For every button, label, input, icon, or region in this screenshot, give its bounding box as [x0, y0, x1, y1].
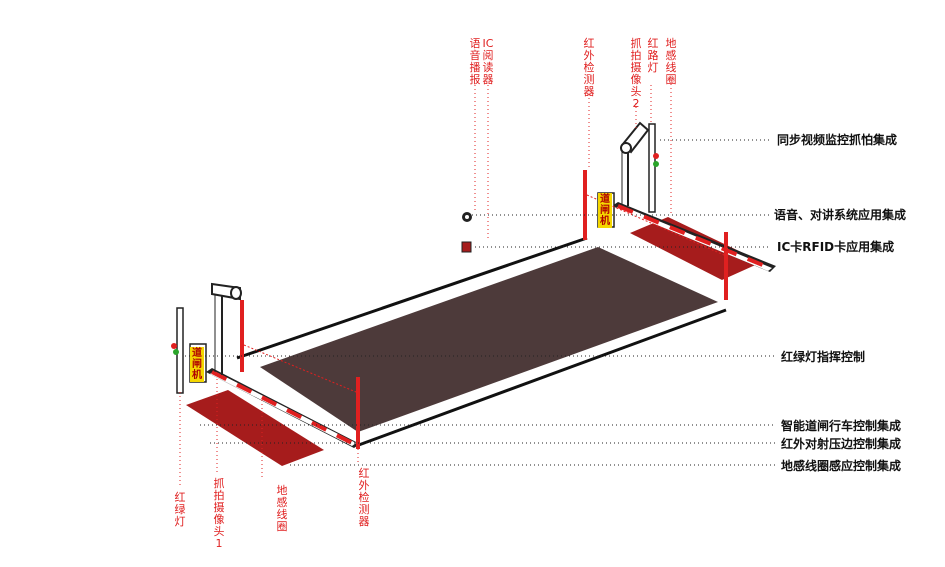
right-label-ir-edge: 红外对射压边控制集成 [781, 437, 902, 451]
traffic-light-top-icon [648, 123, 659, 213]
ground-loop-top [630, 217, 762, 280]
label-loop-top: 地感线圈 [665, 37, 677, 86]
ir-post-top-left [583, 170, 587, 240]
right-label-video-capture: 同步视频监控抓怕集成 [777, 133, 898, 147]
gate-tag-bottom: 道闸机 [190, 347, 204, 382]
right-label-traffic-light: 红绿灯指挥控制 [781, 350, 866, 364]
label-ic-reader: IC阅读器 [482, 37, 494, 86]
barrier-arm-bottom [206, 368, 360, 448]
ir-post-top-right [724, 232, 728, 300]
road-edge-back [236, 236, 588, 360]
ic-reader-icon [461, 241, 472, 253]
ir-post-bottom-right [356, 377, 360, 449]
leaders-red [179, 80, 672, 488]
right-label-ic-rfid: IC卡RFID卡应用集成 [777, 240, 895, 254]
road-surface [260, 247, 718, 432]
label-voice-broadcast: 语音播报 [469, 37, 481, 86]
label-red-green-light-bottom: 红绿灯 [174, 491, 186, 528]
camera1-icon [211, 282, 242, 375]
road-edge-front [355, 308, 727, 448]
camera2-icon [620, 121, 650, 206]
label-red-light-top: 红路灯 [647, 37, 659, 74]
label-ir-detector-bottom: 红外检测器 [358, 467, 370, 528]
label-ir-detector-top: 红外检测器 [583, 37, 595, 98]
right-label-smart-gate: 智能道闸行车控制集成 [781, 419, 902, 433]
leaders-black [185, 139, 775, 466]
barrier-arm-top [612, 202, 776, 272]
label-loop-bottom: 地感线圈 [276, 484, 288, 533]
label-camera2: 抓拍摄像头2 [630, 37, 642, 110]
right-label-loop-sense: 地感线圈感应控制集成 [781, 459, 902, 473]
label-camera1: 抓拍摄像头1 [213, 477, 225, 550]
ground-loop-bottom [186, 390, 324, 466]
ir-beam-bottom [243, 344, 357, 393]
right-label-voice-intercom: 语音、对讲系统应用集成 [774, 208, 907, 222]
traffic-light-bottom-icon [171, 307, 184, 394]
ir-post-bottom-left [240, 300, 244, 372]
gate-tag-top: 道闸机 [598, 193, 612, 228]
